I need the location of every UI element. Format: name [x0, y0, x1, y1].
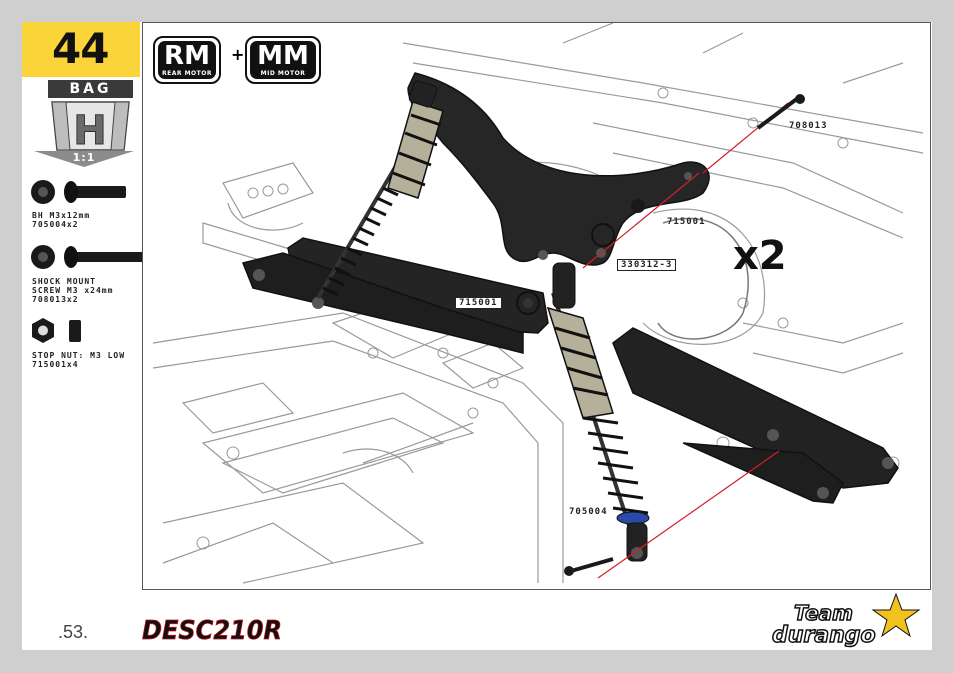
- bag-letter: H: [73, 108, 106, 152]
- scale-arrow-icon: [34, 151, 134, 167]
- callout-part-code: 708013: [789, 121, 828, 131]
- callout-part-code: 330312-3: [617, 259, 677, 271]
- shock-absorber-right: [546, 262, 650, 562]
- exploded-view-drawing: [152, 23, 924, 584]
- motor-code: MM: [257, 41, 309, 71]
- callout-part-code: 715001: [455, 297, 502, 309]
- part-item-stop-nut: STOP NUT: M3 LOW 715001x4: [30, 316, 140, 376]
- instruction-page: 44 BAG H 1:1 BH M3x12mm 705004x2 S: [22, 22, 932, 650]
- brand-logo: Team durango: [771, 592, 921, 649]
- assembly-diagram: RM REAR MOTOR + MM MID MOTOR: [142, 22, 931, 590]
- part-name: BH M3x12mm: [32, 211, 91, 220]
- stop-nut-icon: [32, 318, 81, 343]
- part-name: STOP NUT: M3 LOW: [32, 351, 126, 360]
- product-name: DESC210R: [142, 616, 282, 646]
- star-icon: [871, 592, 921, 638]
- motor-badge-rm: RM REAR MOTOR: [153, 36, 221, 84]
- plus-sign: +: [231, 45, 245, 64]
- stop-nuts: [516, 199, 645, 315]
- screw-lower: [564, 557, 614, 576]
- page-number: .53.: [58, 622, 89, 642]
- bag-label: BAG: [48, 80, 133, 98]
- callout-part-code: 705004: [569, 507, 608, 517]
- motor-badge-mm: MM MID MOTOR: [245, 36, 321, 84]
- motor-label: REAR MOTOR: [162, 70, 212, 77]
- lower-suspension-arm: [612, 327, 899, 489]
- part-code: 715001x4: [32, 360, 79, 369]
- step-number: 44: [52, 24, 109, 73]
- shock-absorber-left: [316, 80, 444, 300]
- brand-line2: durango: [772, 623, 876, 648]
- gearbox-housing: [657, 217, 749, 340]
- product-logo: DESC210R: [142, 616, 283, 647]
- scale-text: 1:1: [72, 151, 96, 164]
- assembly-multiplier: x2: [733, 233, 787, 279]
- brand-line1: Team: [794, 601, 853, 625]
- scale-tag: 1:1: [34, 151, 134, 167]
- part-item-bh-screw: BH M3x12mm 705004x2: [30, 177, 140, 237]
- part-code: 705004x2: [32, 220, 79, 229]
- step-number-box: 44: [22, 22, 140, 77]
- bag-icon: H: [51, 101, 130, 152]
- button-head-screw-short-icon: [31, 180, 126, 204]
- shock-tower: [407, 72, 710, 266]
- part-name: SHOCK MOUNT SCREW M3 x24mm: [32, 277, 114, 295]
- screw-upper: [756, 94, 805, 130]
- motor-label: MID MOTOR: [260, 70, 306, 77]
- callout-part-code: 715001: [667, 217, 706, 227]
- motor-code: RM: [164, 41, 210, 71]
- chassis-outline: [152, 23, 924, 584]
- part-code: 708013x2: [32, 295, 79, 304]
